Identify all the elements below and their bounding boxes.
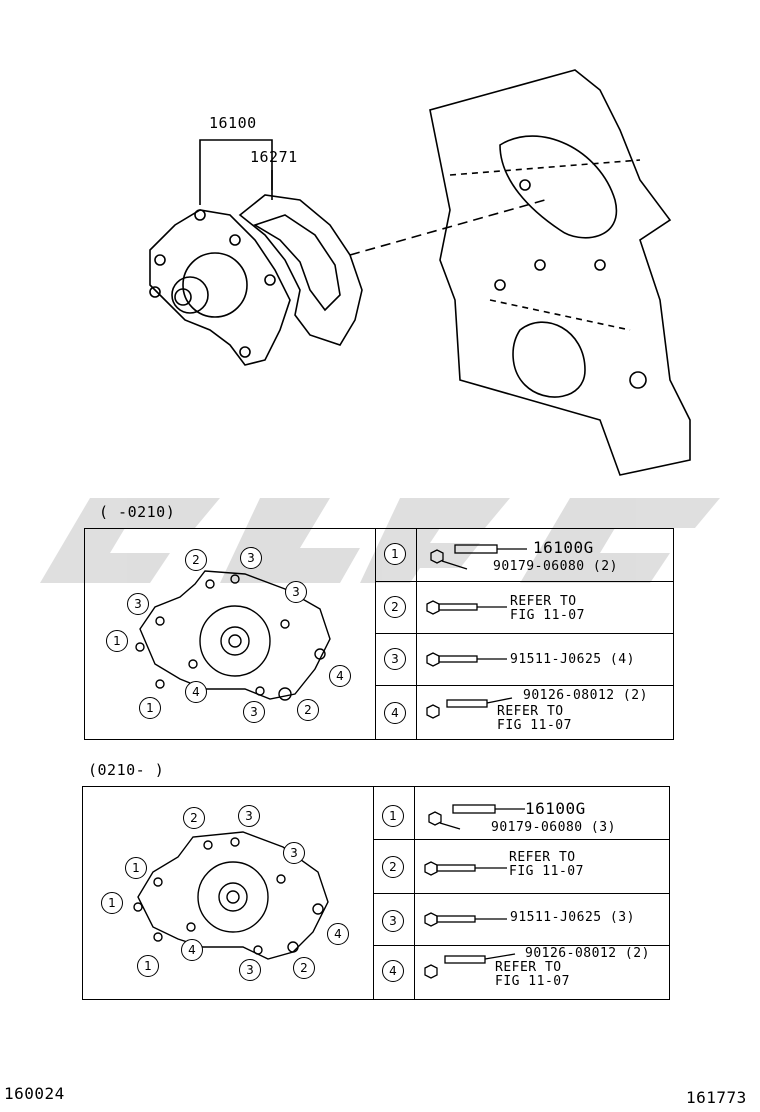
row1-part-number: 16100G xyxy=(525,799,586,818)
callout-1: 1 xyxy=(125,857,147,879)
row1-part-number: 16100G xyxy=(533,538,594,557)
row-number-3: 3 xyxy=(384,648,406,670)
callout-1: 1 xyxy=(106,630,128,652)
stud-bolt-nut-icon xyxy=(430,544,527,570)
footer-right-code: 161773 xyxy=(686,1088,747,1107)
row2-refer-text: REFER TO xyxy=(510,594,577,609)
row4-fig-ref: FIG 11-07 xyxy=(497,718,572,733)
callout-2: 2 xyxy=(185,549,207,571)
section2-date-range: (0210- ) xyxy=(88,761,165,779)
row4-refer-text: REFER TO xyxy=(497,704,564,719)
row-number-4: 4 xyxy=(384,702,406,724)
callout-3: 3 xyxy=(127,593,149,615)
row2-refer-text: REFER TO xyxy=(509,850,576,865)
row3-part-number-qty: 91511-J0625 (4) xyxy=(510,652,635,667)
flange-bolt-icon xyxy=(426,600,507,615)
row3-part-number-qty: 91511-J0625 (3) xyxy=(510,910,635,925)
gasket xyxy=(238,194,363,346)
section1-panel: 2 3 3 3 1 4 1 4 3 2 1 16100G 90179-06080… xyxy=(84,528,674,740)
row-number-3: 3 xyxy=(382,910,404,932)
part-number-16271: 16271 xyxy=(250,148,298,166)
stud-bolt-nut-icon xyxy=(426,697,513,719)
row-number-4: 4 xyxy=(382,960,404,982)
callout-1: 1 xyxy=(137,955,159,977)
section1-row-1: 1 16100G 90179-06080 (2) xyxy=(375,529,673,581)
section1-number-column xyxy=(375,529,417,739)
callout-3: 3 xyxy=(239,959,261,981)
section1-pump-outline xyxy=(135,570,331,701)
callout-4: 4 xyxy=(329,665,351,687)
leader-16100 xyxy=(199,139,273,205)
callout-4: 4 xyxy=(185,681,207,703)
section1-row-2: 2 REFER TO FIG 11-07 xyxy=(375,581,673,633)
row2-fig-ref: FIG 11-07 xyxy=(509,864,584,879)
row1-part-number-qty: 90179-06080 (3) xyxy=(491,820,616,835)
callout-4: 4 xyxy=(181,939,203,961)
row-number-1: 1 xyxy=(382,805,404,827)
section2-row-2: 2 REFER TO FIG 11-07 xyxy=(373,839,669,893)
row4-part-number-qty: 90126-08012 (2) xyxy=(523,688,648,703)
water-pump-exploded-illustration xyxy=(149,69,691,476)
row2-fig-ref: FIG 11-07 xyxy=(510,608,585,623)
pump-body xyxy=(149,209,291,366)
section2-panel: 2 3 3 1 1 4 1 4 3 2 1 16100G 90179-06080… xyxy=(82,786,670,1000)
callout-1: 1 xyxy=(139,697,161,719)
callout-2: 2 xyxy=(293,957,315,979)
footer-left-code: 160024 xyxy=(4,1084,65,1103)
row-number-1: 1 xyxy=(384,543,406,565)
engine-block xyxy=(429,69,691,476)
row-number-2: 2 xyxy=(382,856,404,878)
callout-3: 3 xyxy=(238,805,260,827)
section1-row-3: 3 91511-J0625 (4) xyxy=(375,633,673,685)
section2-row-4: 4 90126-08012 (2) REFER TO FIG 11-07 xyxy=(373,945,669,999)
callout-3: 3 xyxy=(240,547,262,569)
section2-row-3: 3 91511-J0625 (3) xyxy=(373,893,669,945)
flange-bolt-icon xyxy=(426,652,507,667)
callout-1: 1 xyxy=(101,892,123,914)
row1-part-number-qty: 90179-06080 (2) xyxy=(493,559,618,574)
flange-bolt-icon xyxy=(424,861,507,876)
section1-date-range: ( -0210) xyxy=(99,503,176,521)
callout-2: 2 xyxy=(297,699,319,721)
row4-part-number-qty: 90126-08012 (2) xyxy=(525,946,650,961)
row4-refer-text: REFER TO xyxy=(495,960,562,975)
callout-3: 3 xyxy=(243,701,265,723)
flange-bolt-icon xyxy=(424,912,507,927)
callout-2: 2 xyxy=(183,807,205,829)
row4-fig-ref: FIG 11-07 xyxy=(495,974,570,989)
callout-3: 3 xyxy=(285,581,307,603)
part-number-16100: 16100 xyxy=(209,114,257,132)
section1-row-4: 4 90126-08012 (2) REFER TO FIG 11-07 xyxy=(375,685,673,739)
stud-bolt-nut-icon xyxy=(428,804,525,830)
callout-3: 3 xyxy=(283,842,305,864)
section2-row-1: 1 16100G 90179-06080 (3) xyxy=(373,787,669,839)
section2-pump-outline xyxy=(133,831,329,960)
row-number-2: 2 xyxy=(384,596,406,618)
callout-4: 4 xyxy=(327,923,349,945)
stud-bolt-nut-icon xyxy=(424,953,516,979)
